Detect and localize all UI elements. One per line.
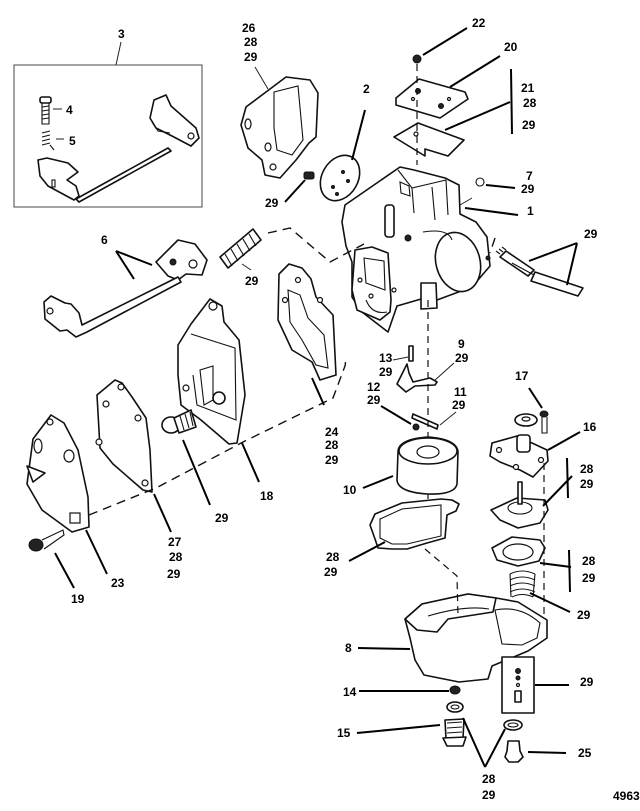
callout-28-gasket: 28 — [326, 550, 340, 564]
callout-14: 14 — [343, 685, 357, 699]
figure-number: 4963 — [613, 789, 640, 803]
callout-28-pump-upper: 28 — [580, 462, 594, 476]
float-arm-9-part — [396, 362, 455, 393]
throttle-return-spring-part — [219, 228, 262, 271]
callout-13-29: 29 — [379, 365, 393, 379]
float-hinge-pin-11-part — [411, 411, 457, 430]
callout-21: 21 — [521, 81, 535, 95]
retaining-clip-7-part — [475, 177, 516, 189]
callout-10: 10 — [343, 483, 357, 497]
pump-cover-screw-19-part — [28, 529, 75, 589]
main-jet-14-part — [359, 685, 461, 695]
callout-26: 26 — [242, 21, 256, 35]
callout-28-pump-upper-29: 29 — [580, 477, 594, 491]
callout-27-28: 28 — [169, 550, 183, 564]
repair-kit-box — [501, 656, 569, 714]
gasket-26-part — [240, 66, 319, 179]
callout-29-kit: 29 — [580, 675, 594, 689]
callout-5: 5 — [69, 134, 76, 148]
inset-throttle-shaft-assembly — [13, 41, 203, 208]
callout-24-29: 29 — [325, 453, 339, 467]
callout-29-spring: 29 — [245, 274, 259, 288]
float-bowl-8-part — [357, 593, 548, 683]
fuel-pump-body-18-part — [177, 298, 260, 483]
callout-7: 7 — [526, 169, 533, 183]
callout-6: 6 — [101, 233, 108, 247]
callout-11-29: 29 — [452, 398, 466, 412]
callout-16: 16 — [583, 420, 597, 434]
callout-13: 13 — [379, 351, 393, 365]
callout-28-gasket-29: 29 — [324, 565, 338, 579]
pump-cover-screw-17-part — [528, 387, 549, 434]
throttle-shaft-part — [37, 147, 172, 203]
gasket-27-part — [95, 379, 172, 533]
callout-27: 27 — [168, 535, 182, 549]
callout-24: 24 — [325, 425, 339, 439]
callout-23: 23 — [111, 576, 125, 590]
screw-22-part — [412, 27, 468, 64]
carburetor-body-1-part — [341, 166, 519, 333]
drain-plug-15-part — [356, 718, 467, 747]
callout-7-29: 29 — [521, 182, 535, 196]
callout-1: 1 — [527, 204, 534, 218]
callout-24-28: 28 — [325, 438, 339, 452]
small-screw-part — [284, 171, 315, 203]
callout-21-29: 29 — [522, 118, 536, 132]
pump-cover-23-part — [26, 414, 108, 575]
pump-spring-part — [509, 570, 571, 613]
callout-9-29: 29 — [455, 351, 469, 365]
callout-11: 11 — [454, 385, 467, 399]
plug-25-part — [504, 740, 567, 763]
pump-gasket-part — [491, 536, 572, 593]
callout-20: 20 — [504, 40, 518, 54]
callout-29-plunger: 29 — [215, 511, 229, 525]
callout-26-29: 29 — [244, 50, 258, 64]
accelerator-pump-cover-16-part — [489, 413, 581, 478]
callout-29-needle: 29 — [584, 227, 598, 241]
callout-27-29: 29 — [167, 567, 181, 581]
callout-28-pump-lower: 28 — [582, 554, 596, 568]
gasket-24-part — [277, 263, 337, 406]
callout-28-pump-lower-29: 29 — [582, 571, 596, 585]
callout-19: 19 — [71, 592, 85, 606]
throttle-lever-6-part — [43, 239, 208, 338]
callout-22: 22 — [472, 16, 486, 30]
idle-screw-spring-part — [41, 130, 55, 151]
idle-speed-screw-part — [39, 96, 52, 125]
callout-29-screw: 29 — [265, 196, 279, 210]
callout-3: 3 — [118, 27, 125, 41]
washer-lower-part — [503, 719, 523, 731]
callout-2: 2 — [363, 82, 370, 96]
idle-mixture-needle-part — [495, 242, 584, 297]
callout-28-bottom-29: 29 — [482, 788, 496, 802]
callout-28-bottom: 28 — [482, 772, 496, 786]
callout-9: 9 — [458, 337, 465, 351]
callout-12: 12 — [367, 380, 381, 394]
callout-29-pump-spring: 29 — [577, 608, 591, 622]
callout-15: 15 — [337, 726, 351, 740]
float-bowl-gasket-part — [348, 498, 460, 562]
cover-plate-20-part — [395, 55, 501, 119]
float-pin-12-part — [380, 405, 420, 431]
callout-26-28: 28 — [244, 35, 258, 49]
float-10-part — [362, 436, 459, 495]
callout-12-29: 29 — [367, 393, 381, 407]
throttle-lever-part — [149, 94, 200, 147]
callout-21-28: 28 — [523, 96, 537, 110]
check-valve-plunger-part — [161, 409, 211, 506]
gasket-21-part — [393, 68, 513, 157]
callout-18: 18 — [260, 489, 274, 503]
callout-25: 25 — [578, 746, 592, 760]
callout-8: 8 — [345, 641, 352, 655]
callout-4: 4 — [66, 103, 73, 117]
callout-17: 17 — [515, 369, 529, 383]
inlet-needle-13-part — [392, 345, 414, 362]
washer-upper-part — [446, 701, 464, 713]
diaphragm-2-part — [319, 109, 366, 202]
